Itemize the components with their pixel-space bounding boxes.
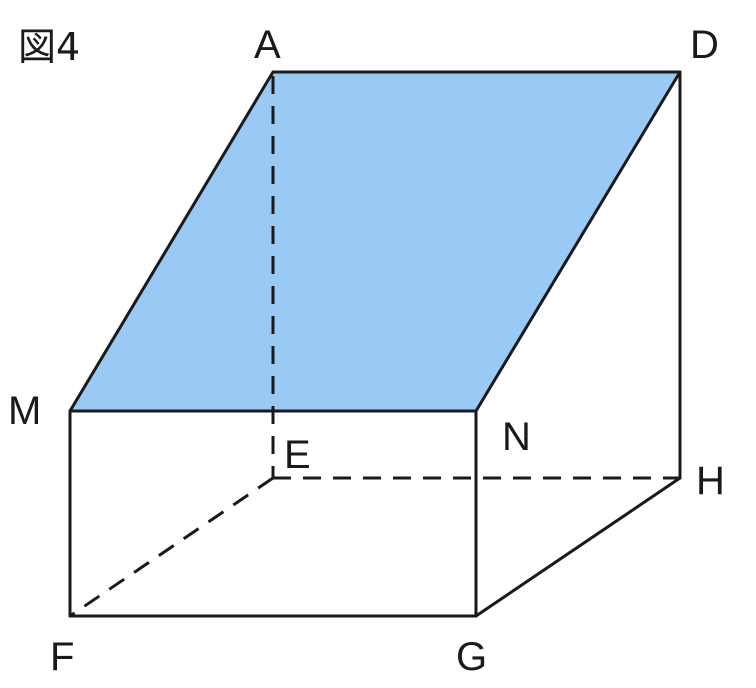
vertex-label-E: E xyxy=(284,433,311,477)
vertex-label-A: A xyxy=(254,23,281,67)
vertex-label-G: G xyxy=(456,635,487,679)
vertex-label-H: H xyxy=(696,459,725,503)
vertex-label-M: M xyxy=(8,389,41,433)
vertex-label-F: F xyxy=(50,635,74,679)
cross-section-AMND xyxy=(68,70,682,413)
vertex-label-N: N xyxy=(502,415,531,459)
figure-title: 図4 xyxy=(18,25,80,69)
edge-GH xyxy=(474,476,682,618)
vertex-label-D: D xyxy=(690,23,719,67)
hidden-edge-EF xyxy=(69,476,274,618)
